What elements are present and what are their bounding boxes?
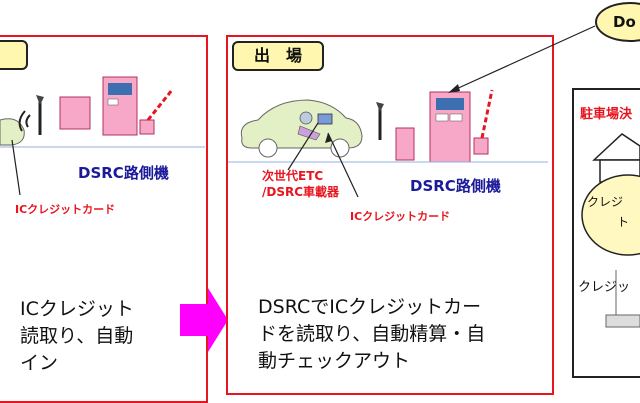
building-roof [592,133,640,161]
center-pointers [287,122,359,198]
center-dsrc-label: DSRC路側機 [410,177,501,195]
right-panel-title: 駐車場決 [580,107,633,122]
center-scene [228,89,548,163]
cabinet [59,96,91,130]
right-circle-text: クレジ ト [587,192,629,232]
right-circle-line-1: クレジ [587,195,624,209]
center-panel [226,35,554,395]
left-line-1: ICクレジット [20,298,134,320]
obu-label-line-1: 次世代ETC [262,169,324,183]
do-bubble: Do [595,2,640,42]
left-line-2: 読取り、自動 [20,325,134,347]
left-dsrc-label: DSRC路側機 [78,164,169,182]
credit-circle [581,174,640,256]
obu-label: 次世代ETC /DSRC車載器 [262,168,339,200]
right-scene [581,133,640,328]
center-description: DSRCでICクレジットカー ドを読取り、自動精算・自 動チェックアウト [258,294,485,375]
center-line-2: ドを読取り、自動精算・自 [258,323,486,345]
right-circle-line-2: ト [617,215,630,229]
center-line-1: DSRCでICクレジットカー [258,296,482,318]
flow-arrow [180,288,228,352]
obu-label-line-2: /DSRC車載器 [262,185,340,199]
left-line-3: イン [20,352,59,374]
center-line-3: 動チェックアウト [258,350,411,372]
bubble-arrow [448,25,596,93]
obu-device [317,113,333,125]
left-description: ICクレジット 読取り、自動 イン [0,296,134,377]
exit-tag: 出 場 [232,41,324,71]
car-body [0,118,25,146]
do-bubble-text: Do [613,13,636,31]
left-scene [0,76,205,196]
center-card-label: ICクレジットカード [350,210,451,223]
right-bottom-text: クレジッ [578,280,631,295]
left-panel-tag [0,40,28,70]
cabinet [395,127,415,161]
left-card-label: ICクレジットカード [15,203,116,216]
